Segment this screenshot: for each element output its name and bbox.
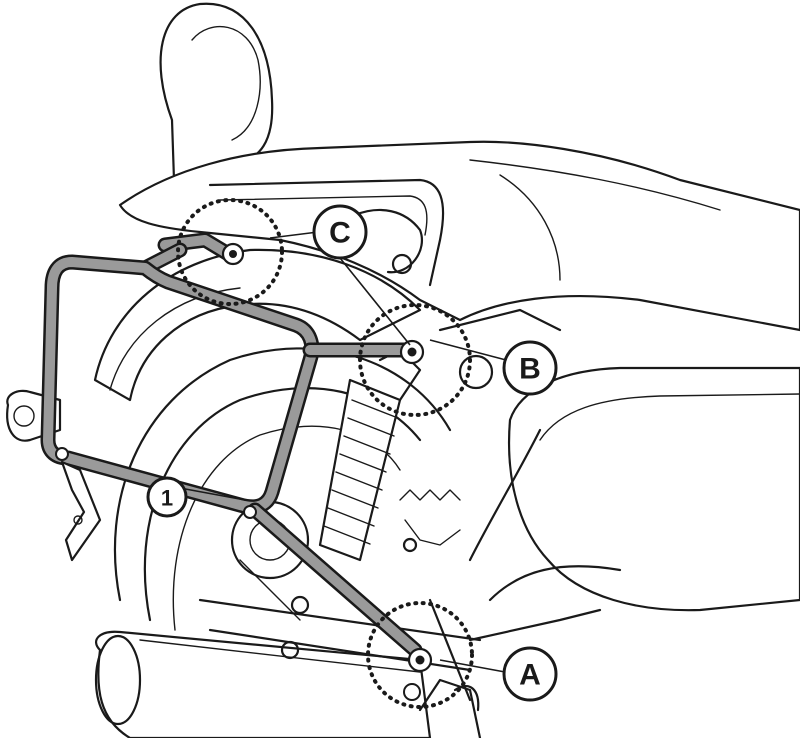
leader-lines (179, 231, 507, 673)
rear-wheel (113, 347, 452, 602)
highlight-ring-c (176, 198, 284, 306)
callout-b: B (502, 340, 558, 396)
callout-c-label: C (329, 217, 351, 250)
callout-a: A (502, 646, 558, 702)
highlight-ring-a (366, 601, 474, 709)
callout-a-label: A (519, 659, 541, 692)
highlight-rings (176, 198, 474, 709)
callout-part-1: 1 (146, 476, 188, 518)
highlight-ring-b (358, 303, 472, 417)
rack-bottom-plate (60, 460, 102, 562)
side-cover (507, 366, 800, 612)
callout-c: C (312, 204, 368, 260)
motorcycle-illustration (6, 2, 800, 738)
callout-part-1-label: 1 (161, 486, 173, 511)
callout-b-label: B (519, 353, 541, 386)
exhaust-muffler (94, 630, 432, 738)
